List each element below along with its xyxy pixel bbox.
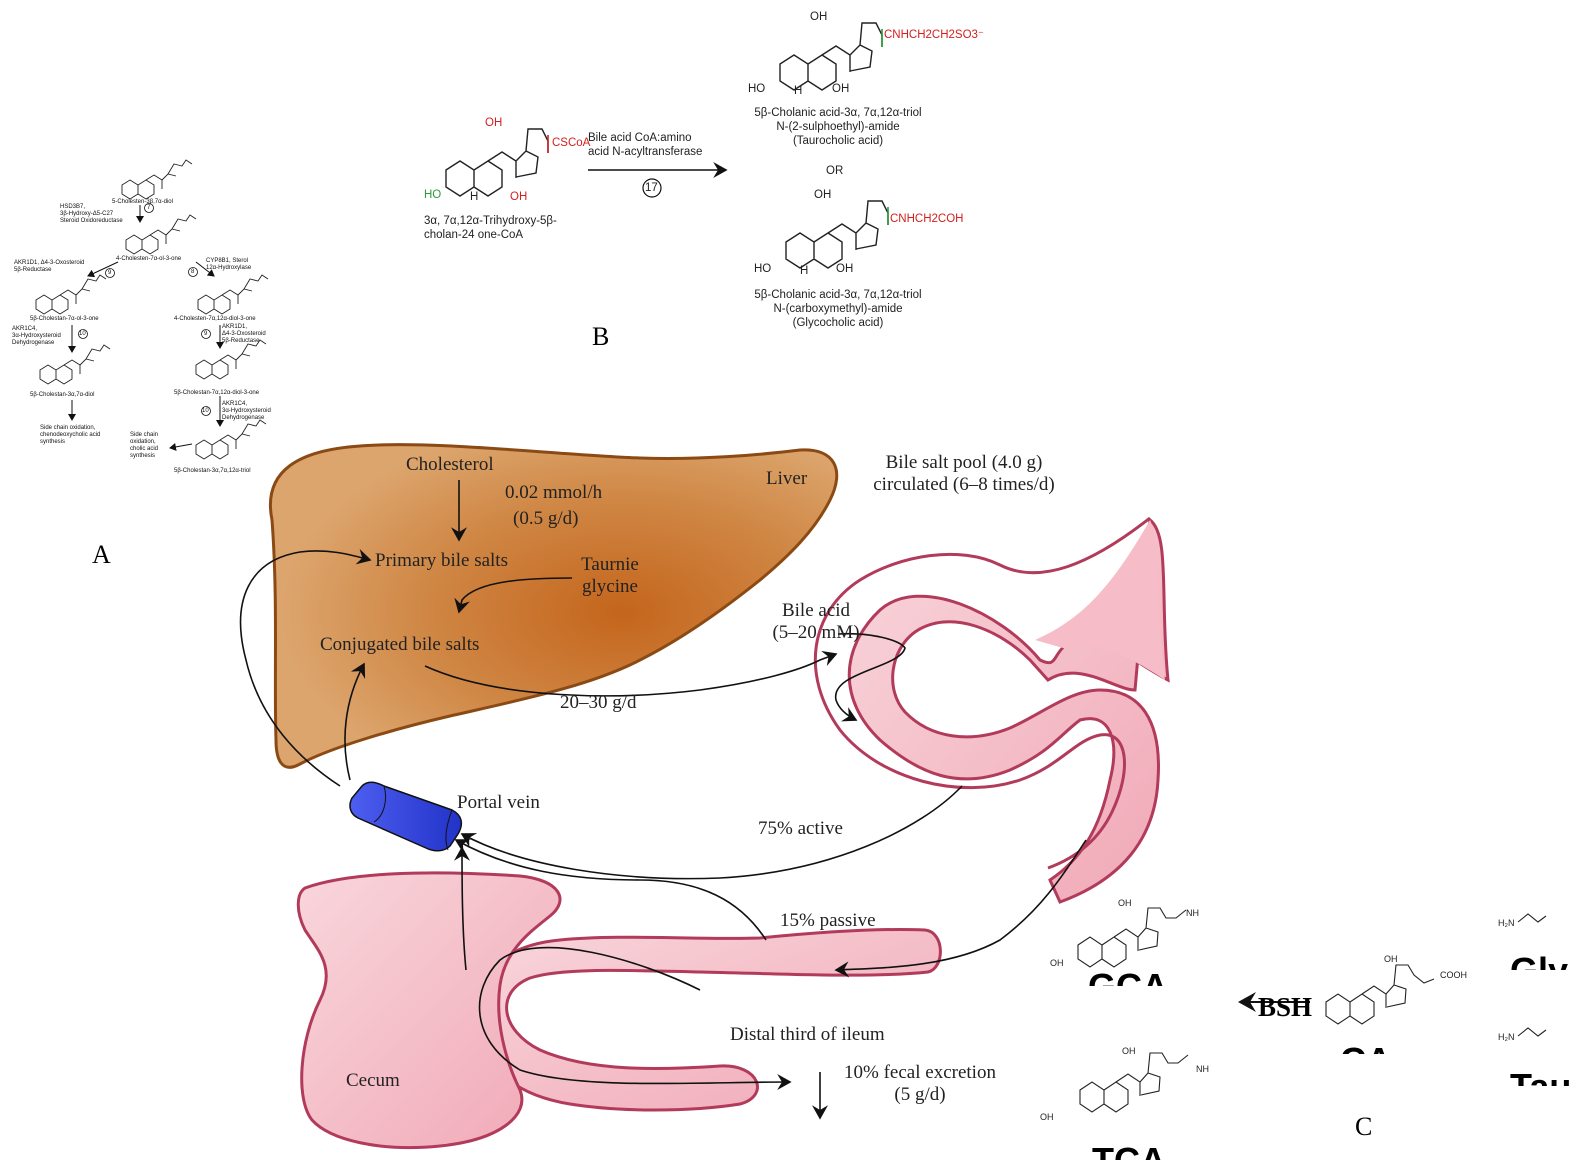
panel-label-b: B bbox=[592, 322, 609, 352]
or-label: OR bbox=[826, 164, 843, 178]
bile-salt-pool: Bile salt pool (4.0 g)circulated (6–8 ti… bbox=[850, 452, 1078, 496]
compound-label: 4-Cholesten-7α,12α-diol-3-one bbox=[174, 316, 256, 323]
nh-label: NH bbox=[1196, 1062, 1209, 1076]
cecum-label: Cecum bbox=[346, 1070, 400, 1092]
synthesis-rate: 0.02 mmol/h bbox=[505, 482, 602, 504]
oh-label: OH bbox=[485, 116, 502, 130]
step-number: 10 bbox=[202, 408, 209, 415]
h-label: H bbox=[800, 264, 808, 278]
panel-a-step-circles bbox=[79, 204, 211, 416]
primary-bile-salts: Primary bile salts bbox=[375, 550, 508, 572]
ileum-label: Distal third of ileum bbox=[730, 1024, 885, 1046]
substrate-name: 3α, 7α,12α-Trihydroxy-5β-cholan-24 one-C… bbox=[424, 214, 557, 242]
ho-label: HO bbox=[748, 82, 765, 96]
ca-label-fragment: CA bbox=[1340, 1040, 1392, 1054]
oh-label: OH bbox=[1040, 1110, 1054, 1124]
h-label: H bbox=[794, 84, 802, 98]
compound-label: 5β-Cholestan-3α,7α,12α-triol bbox=[174, 468, 251, 475]
synthesis-rate-grams: (0.5 g/d) bbox=[513, 508, 578, 530]
compound-label: 4-Cholesten-7α-ol-3-one bbox=[116, 256, 181, 263]
oh-label: OH bbox=[832, 82, 849, 96]
portal-vein-label: Portal vein bbox=[457, 792, 540, 814]
step-number: 10 bbox=[79, 331, 86, 338]
oh-label: OH bbox=[814, 188, 831, 202]
oh-label: OH bbox=[1118, 896, 1132, 910]
passive-absorption: 15% passive bbox=[780, 910, 876, 932]
bsh-label: BSH bbox=[1258, 992, 1312, 1023]
cecum-shape bbox=[298, 873, 560, 1148]
oh-label: OH bbox=[510, 190, 527, 204]
compound-label: 5β-Cholestan-7α-ol-3-one bbox=[30, 316, 99, 323]
oh-label: OH bbox=[1384, 952, 1398, 966]
taurine-group: CNHCH2CH2SO3⁻ bbox=[884, 28, 984, 42]
h2n-label: H₂N bbox=[1498, 916, 1515, 930]
fecal-excretion: 10% fecal excretion(5 g/d) bbox=[830, 1062, 1010, 1106]
cooh-label: COOH bbox=[1440, 968, 1467, 982]
liver-label: Liver bbox=[766, 468, 807, 490]
portal-vein-shape bbox=[350, 782, 461, 851]
flow-rate: 20–30 g/d bbox=[560, 692, 637, 714]
cholesterol-label: Cholesterol bbox=[406, 454, 494, 476]
oh-label: OH bbox=[1122, 1044, 1136, 1058]
gca-label-fragment: GCA bbox=[1088, 966, 1168, 986]
oh-label: OH bbox=[836, 262, 853, 276]
tau-label-fragment: Tau bbox=[1510, 1066, 1579, 1086]
panel-label-a: A bbox=[92, 540, 111, 570]
step-number: 7 bbox=[147, 205, 150, 212]
tca-label-fragment: TCA bbox=[1092, 1140, 1166, 1160]
bile-acid-label: Bile acid(5–20 mM) bbox=[756, 600, 876, 644]
coa-group: CSCoA bbox=[552, 136, 590, 150]
step-number: 8 bbox=[191, 269, 194, 276]
oh-label: OH bbox=[1050, 956, 1064, 970]
ho-label: HO bbox=[424, 188, 441, 202]
step-number: 9 bbox=[108, 270, 111, 277]
panel-label-c: C bbox=[1355, 1112, 1372, 1142]
panel-a-arrows bbox=[72, 205, 220, 448]
conjugated-bile-salts: Conjugated bile salts bbox=[320, 634, 479, 656]
outcome-label: Side chain oxidation,chenodeoxycholic ac… bbox=[40, 425, 100, 446]
glycine-group: CNHCH2COH bbox=[890, 212, 963, 226]
h2n-label: H₂N bbox=[1498, 1030, 1515, 1044]
active-absorption: 75% active bbox=[758, 818, 843, 840]
step-number: 9 bbox=[204, 331, 207, 338]
compound-label: 5β-Cholestan-7α,12α-diol-3-one bbox=[174, 390, 259, 397]
gly-label-fragment: Gly bbox=[1510, 950, 1579, 970]
h-label: H bbox=[470, 190, 478, 204]
nh-label: NH bbox=[1186, 906, 1199, 920]
step-number: 17 bbox=[645, 181, 658, 195]
ho-label: HO bbox=[754, 262, 771, 276]
oh-label: OH bbox=[810, 10, 827, 24]
compound-label: 5β-Cholestan-3α,7α-diol bbox=[30, 392, 94, 399]
